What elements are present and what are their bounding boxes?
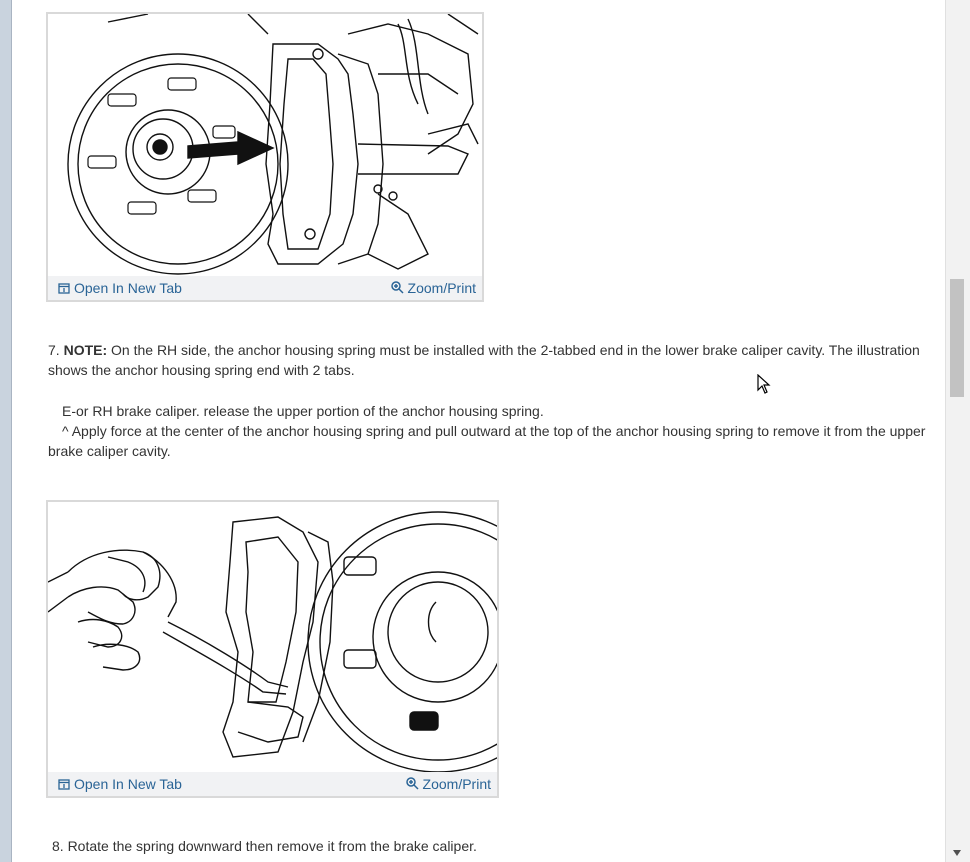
figure-brake-rotor: Open In New Tab Zoom/Print	[46, 12, 484, 302]
window-frame-left	[0, 0, 12, 862]
step-7-line-2: E-or RH brake caliper. release the upper…	[62, 401, 932, 421]
note-text: On the RH side, the anchor housing sprin…	[48, 342, 920, 378]
zoom-print-link[interactable]: Zoom/Print	[390, 280, 476, 297]
step-7-note: 7. NOTE: On the RH side, the anchor hous…	[48, 340, 938, 380]
open-in-new-tab-label: Open In New Tab	[74, 776, 182, 792]
open-in-new-tab-label: Open In New Tab	[74, 280, 182, 296]
scroll-down-arrow-icon[interactable]	[953, 850, 961, 856]
mouse-pointer-icon	[757, 373, 771, 397]
document-content[interactable]: Open In New Tab Zoom/Print 7. NOTE: On t…	[12, 0, 945, 862]
illustration-rotor-caliper	[48, 14, 482, 276]
figure-toolbar: Open In New Tab Zoom/Print	[48, 276, 482, 300]
zoom-print-link[interactable]: Zoom/Print	[405, 776, 491, 793]
step-7-line-3-text: Apply force at the center of the anchor …	[48, 423, 926, 459]
note-label: NOTE:	[63, 342, 108, 358]
illustration-spring-removal	[48, 502, 497, 772]
step-number: 7.	[48, 342, 60, 358]
magnifier-icon	[390, 281, 404, 297]
zoom-print-label: Zoom/Print	[422, 776, 491, 792]
open-in-new-tab-link[interactable]: Open In New Tab	[58, 776, 182, 793]
zoom-print-label: Zoom/Print	[407, 280, 476, 296]
step-8-text: 8. Rotate the spring downward then remov…	[52, 838, 477, 854]
open-in-new-tab-link[interactable]: Open In New Tab	[58, 280, 182, 297]
step-8: 8. Rotate the spring downward then remov…	[52, 836, 932, 856]
step-7-line-3: ^ Apply force at the center of the ancho…	[48, 421, 928, 461]
figure-toolbar: Open In New Tab Zoom/Print	[48, 772, 497, 796]
vertical-scrollbar[interactable]	[945, 0, 970, 862]
open-tab-icon	[58, 281, 70, 297]
magnifier-icon	[405, 777, 419, 793]
step-7-line-2-text: E-or RH brake caliper. release the upper…	[62, 403, 544, 419]
caret-bullet: ^	[62, 423, 69, 439]
open-tab-icon	[58, 777, 70, 793]
figure-spring-removal: Open In New Tab Zoom/Print	[46, 500, 499, 798]
scrollbar-thumb[interactable]	[950, 279, 964, 397]
